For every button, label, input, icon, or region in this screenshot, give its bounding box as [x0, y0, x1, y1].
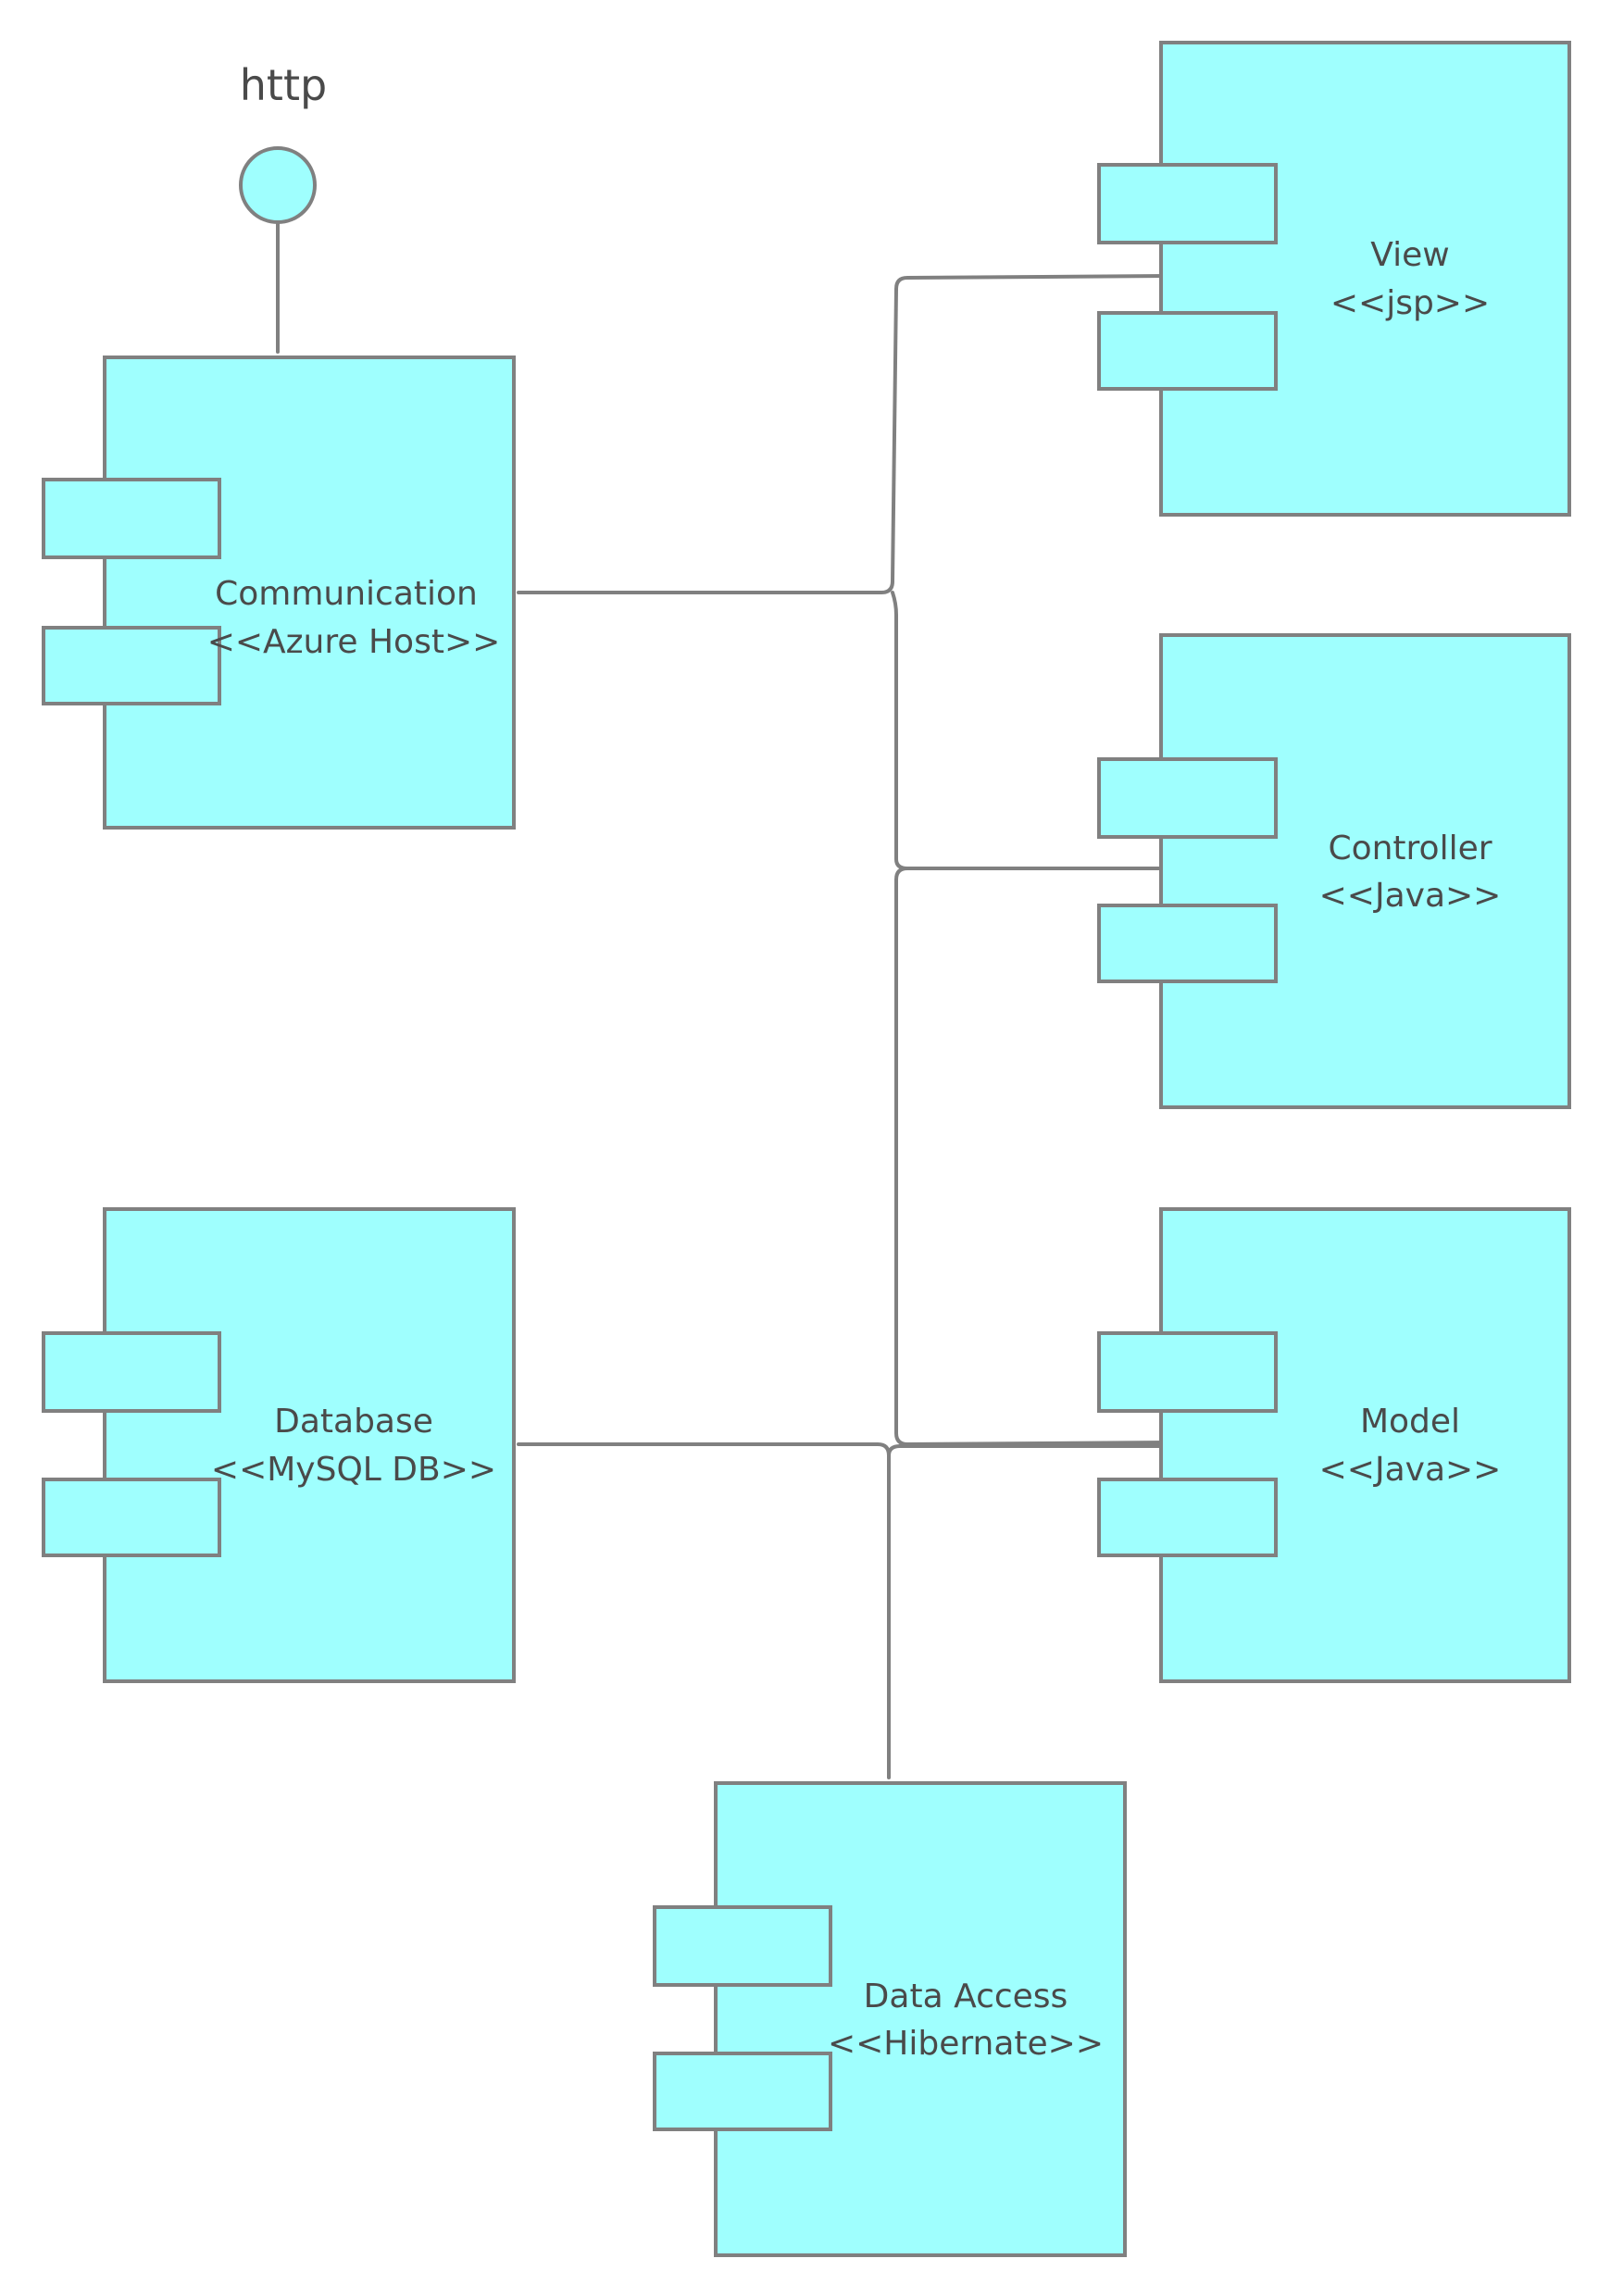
component-name: Database	[274, 1403, 433, 1441]
http-interface[interactable]: http	[239, 60, 327, 224]
component-stereotype: <<jsp>>	[1330, 284, 1490, 322]
uml-component-icon	[42, 1331, 221, 1557]
uml-component-icon	[1097, 163, 1278, 391]
component-body	[1159, 1207, 1571, 1683]
uml-component-icon	[1097, 1331, 1278, 1557]
component-view[interactable]: View <<jsp>>	[1097, 41, 1571, 517]
connector-controller-model	[894, 867, 1170, 1446]
component-stereotype: <<Java>>	[1319, 877, 1502, 915]
component-name: View	[1370, 236, 1449, 274]
connector-bus-view	[891, 274, 1170, 583]
component-stereotype: <<Java>>	[1319, 1451, 1502, 1489]
component-model[interactable]: Model <<Java>>	[1097, 1207, 1571, 1683]
connectors	[276, 220, 1170, 1779]
connector-communication-bus	[517, 580, 894, 594]
component-database[interactable]: Database <<MySQL DB>>	[42, 1207, 516, 1683]
interface-label: http	[240, 60, 327, 110]
component-body	[1159, 41, 1571, 517]
component-communication[interactable]: Communication <<Azure Host>>	[42, 356, 516, 830]
component-data-access[interactable]: Data Access <<Hibernate>>	[653, 1781, 1127, 2257]
component-stereotype: <<Azure Host>>	[207, 623, 501, 661]
uml-component-icon	[42, 478, 221, 705]
component-name: Controller	[1328, 830, 1492, 867]
component-name: Data Access	[864, 1978, 1068, 2015]
component-name: Communication	[215, 575, 478, 613]
component-body	[103, 1207, 516, 1683]
component-name: Model	[1360, 1403, 1460, 1441]
uml-component-icon	[653, 1905, 832, 2131]
component-body	[103, 356, 516, 830]
uml-component-icon	[1097, 757, 1278, 983]
component-stereotype: <<MySQL DB>>	[211, 1451, 496, 1489]
connector-bus-model	[887, 1444, 1161, 1457]
component-body	[714, 1781, 1127, 2257]
connector-database-bus	[517, 1442, 891, 1457]
component-controller[interactable]: Controller <<Java>>	[1097, 633, 1571, 1109]
component-body	[1159, 633, 1571, 1109]
component-stereotype: <<Hibernate>>	[828, 2025, 1104, 2063]
interface-lollipop-icon	[239, 146, 317, 224]
